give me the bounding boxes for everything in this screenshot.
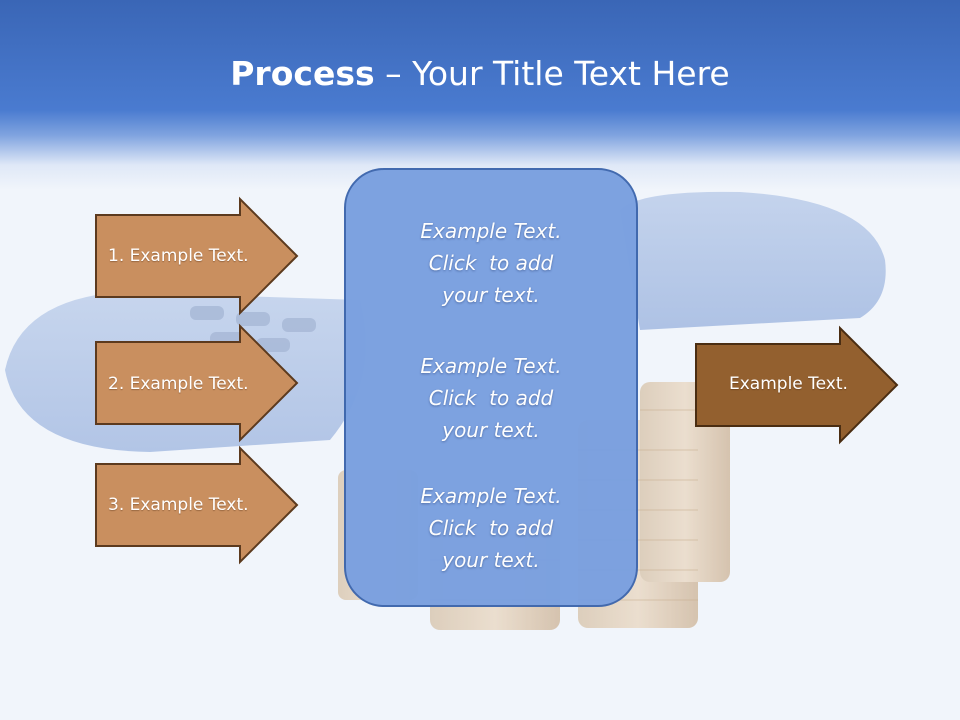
title-bold: Process <box>230 54 375 93</box>
center-box-block-2: Example Text. Click to add your text. <box>346 350 636 446</box>
left-arrow-3-label: 3. Example Text. <box>108 495 249 515</box>
block-3-line-2: Click to add <box>428 516 554 540</box>
block-1-line-2: Click to add <box>428 251 554 275</box>
left-arrow-2[interactable] <box>95 323 299 443</box>
block-1-line-3: your text. <box>442 283 540 307</box>
left-arrow-1[interactable] <box>95 196 299 316</box>
block-1-line-1: Example Text. <box>420 219 562 243</box>
center-box-block-3: Example Text. Click to add your text. <box>346 480 636 576</box>
block-2-line-2: Click to add <box>428 386 554 410</box>
slide-title[interactable]: Process – Your Title Text Here <box>0 52 960 96</box>
center-box[interactable]: Example Text. Click to add your text. Ex… <box>344 168 638 607</box>
left-arrow-1-label: 1. Example Text. <box>108 246 249 266</box>
left-arrow-2-label: 2. Example Text. <box>108 374 249 394</box>
right-arrow-label: Example Text. <box>729 374 848 394</box>
title-rest: – Your Title Text Here <box>374 54 730 93</box>
left-arrow-3[interactable] <box>95 445 299 565</box>
block-2-line-3: your text. <box>442 418 540 442</box>
center-box-block-1: Example Text. Click to add your text. <box>346 215 636 311</box>
header-band <box>0 0 960 190</box>
block-3-line-3: your text. <box>442 548 540 572</box>
card-reader-shape <box>620 191 886 330</box>
right-arrow[interactable] <box>695 325 899 445</box>
block-2-line-1: Example Text. <box>420 354 562 378</box>
block-3-line-1: Example Text. <box>420 484 562 508</box>
